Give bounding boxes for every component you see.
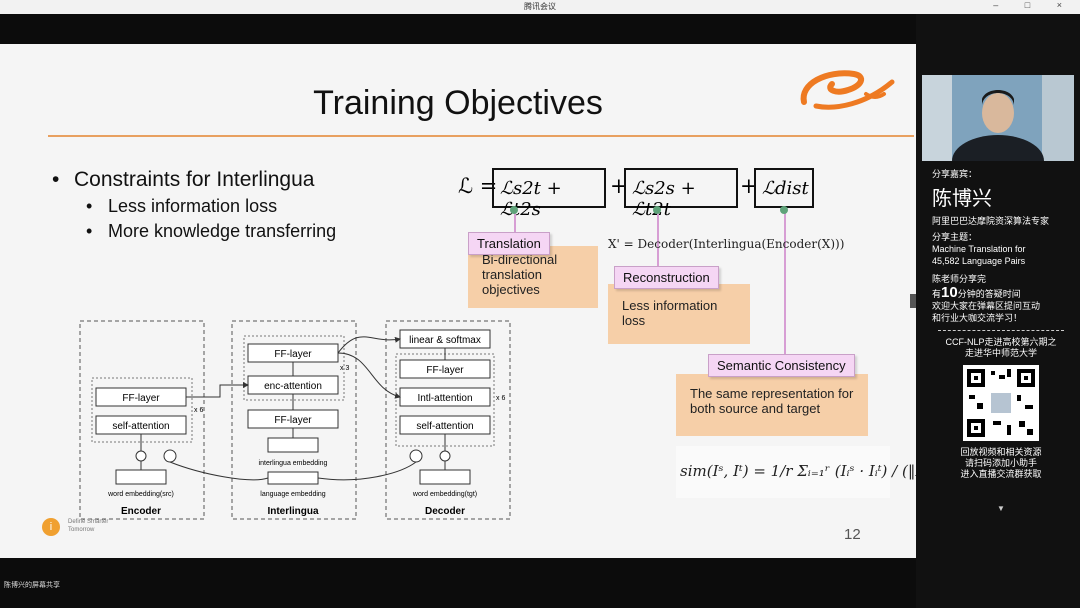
decoder-add-node: [439, 450, 451, 462]
decoder-self-attn-label: self-attention: [416, 421, 473, 432]
encoder-label: Encoder: [121, 506, 161, 517]
translation-terms: ℒs2t + ℒt2s: [500, 178, 562, 220]
tag-semantic: Semantic Consistency: [708, 354, 855, 377]
slide: Training Objectives •Constraints for Int…: [0, 44, 916, 558]
qa-line-2: 欢迎大家在弹幕区提问互动: [932, 301, 1041, 311]
divider: [938, 330, 1064, 331]
damo-logo-icon: i: [42, 518, 60, 536]
encoder-self-attn-label: self-attention: [112, 421, 169, 432]
event-line-1: CCF-NLP走进高校第六期之: [945, 337, 1057, 347]
window-controls[interactable]: – □ ×: [993, 0, 1074, 10]
alibaba-logo-icon: [800, 70, 895, 110]
guest-name: 陈博兴: [932, 188, 992, 210]
qa-line-1: 有10分钟的答疑时间: [932, 284, 1021, 301]
decoder-label: Decoder: [425, 506, 465, 517]
title-underline: [48, 135, 914, 137]
decoder-embed-label: word embedding(tgt): [412, 491, 477, 498]
resource-line-1: 回放视频和相关资源: [960, 447, 1042, 457]
top-black-band: [0, 14, 916, 44]
language-embed-box: [267, 471, 319, 485]
box-translation-terms: ℒs2t + ℒt2s: [492, 168, 606, 220]
interlingua-embed-box: [267, 437, 319, 453]
encoder-embed-label: word embedding(src): [107, 491, 174, 498]
encoder-embed-box: [115, 469, 167, 485]
panel-collapse-button[interactable]: [910, 294, 918, 308]
language-embed-label: language embedding: [260, 491, 325, 498]
interlingua-stack-frame: [243, 335, 345, 401]
interlingua-embed-label: interlingua embedding: [259, 460, 328, 467]
slide-title: Training Objectives: [313, 84, 603, 122]
encoder-repeat: x 6: [194, 407, 203, 414]
reconstruction-terms: ℒs2s + ℒt2t: [632, 178, 696, 220]
decoder-ff-label: FF-layer: [426, 365, 464, 376]
pin-translation: [510, 206, 518, 214]
resource-line-2: 请扫码添加小助手: [964, 458, 1037, 468]
talk-info-panel: 分享嘉宾： 陈博兴 阿里巴巴达摩院资深算法专家 分享主题： Machine Tr…: [922, 168, 1080, 513]
decoder-embed-box: [419, 469, 471, 485]
decoder-repeat: x 6: [496, 395, 505, 402]
after-share-text: 陈老师分享完: [932, 274, 987, 284]
connector-translation: [514, 212, 516, 232]
bullet-list: •Constraints for Interlingua •Less infor…: [52, 168, 336, 246]
reconstruction-formula: X' = Decoder(Interlingua(Encoder(X))): [608, 237, 845, 251]
topic-line-1: Machine Translation for: [932, 244, 1026, 254]
encoder-ff-label: FF-layer: [122, 393, 160, 404]
guest-title: 阿里巴巴达摩院资深算法专家: [932, 216, 1050, 226]
page-number: 12: [844, 526, 861, 543]
similarity-formula: sim(Iˢ, Iᵗ) = 1/r Σᵢ₌₁ʳ (Iᵢˢ · Iᵢᵗ) / (‖…: [676, 446, 916, 498]
box-reconstruction-terms: ℒs2s + ℒt2t: [624, 168, 738, 220]
decoder-softmax-label: linear & softmax: [409, 335, 481, 346]
loss-lhs: ℒ =: [458, 174, 498, 198]
connector-reconstruction: [657, 212, 659, 266]
bullet-main: •Constraints for Interlingua: [52, 168, 315, 191]
event-line-2: 走进华中师范大学: [964, 348, 1037, 358]
architecture-diagram: FF-layer self-attention x 6 word embeddi…: [79, 320, 511, 520]
footer-logo-text: Define Smarter Tomorrow: [68, 519, 109, 533]
window-titlebar: 腾讯会议 – □ ×: [0, 0, 1080, 14]
interlingua-repeat: x 3: [340, 365, 349, 372]
decoder-intl-attn-label: Intl-attention: [417, 393, 472, 404]
scroll-down-icon[interactable]: ▼: [997, 504, 1005, 513]
resource-line-3: 进入直播交流群获取: [960, 469, 1042, 479]
interlingua-label: Interlingua: [267, 506, 319, 517]
bullet-sub-2: •More knowledge transferring: [86, 221, 337, 241]
plus-1: +: [610, 174, 628, 198]
decoder-pos-node: [409, 449, 423, 463]
dist-term: ℒdist: [762, 178, 809, 199]
interlingua-enc-attn-label: enc-attention: [264, 381, 322, 392]
bullet-sub-1: •Less information loss: [86, 196, 278, 216]
window-title: 腾讯会议: [524, 2, 556, 11]
pin-semantic: [780, 206, 788, 214]
interlingua-ff-top-label: FF-layer: [274, 349, 312, 360]
card-semantic: The same representation for both source …: [676, 374, 868, 436]
screen-share-label: 陈博兴的屏幕共享: [4, 582, 60, 589]
card-translation: Bi-directional translation objectives: [468, 246, 598, 308]
bottom-bar: 陈博兴的屏幕共享: [0, 558, 916, 608]
encoder-stack-frame: [91, 377, 193, 443]
speaker-avatar-icon: [922, 75, 1074, 161]
topic-line-2: 45,582 Language Pairs: [932, 256, 1026, 266]
encoder-add-node: [135, 450, 147, 462]
guest-label: 分享嘉宾：: [932, 169, 978, 179]
interlingua-ff-label: FF-layer: [274, 415, 312, 426]
qr-code-icon[interactable]: [963, 365, 1039, 441]
card-reconstruction: Less information loss: [608, 284, 750, 344]
tag-reconstruction: Reconstruction: [614, 266, 719, 289]
pin-reconstruction: [653, 206, 661, 214]
tag-translation: Translation: [468, 232, 550, 255]
speaker-video[interactable]: [922, 75, 1074, 161]
plus-2: +: [740, 174, 758, 198]
similarity-formula-text: sim(Iˢ, Iᵗ) = 1/r Σᵢ₌₁ʳ (Iᵢˢ · Iᵢᵗ) / (‖…: [680, 462, 916, 480]
connector-semantic: [784, 212, 786, 354]
topic-label: 分享主题：: [932, 232, 978, 242]
encoder-pos-node: [163, 449, 177, 463]
qa-line-3: 和行业大咖交流学习！: [932, 313, 1023, 323]
